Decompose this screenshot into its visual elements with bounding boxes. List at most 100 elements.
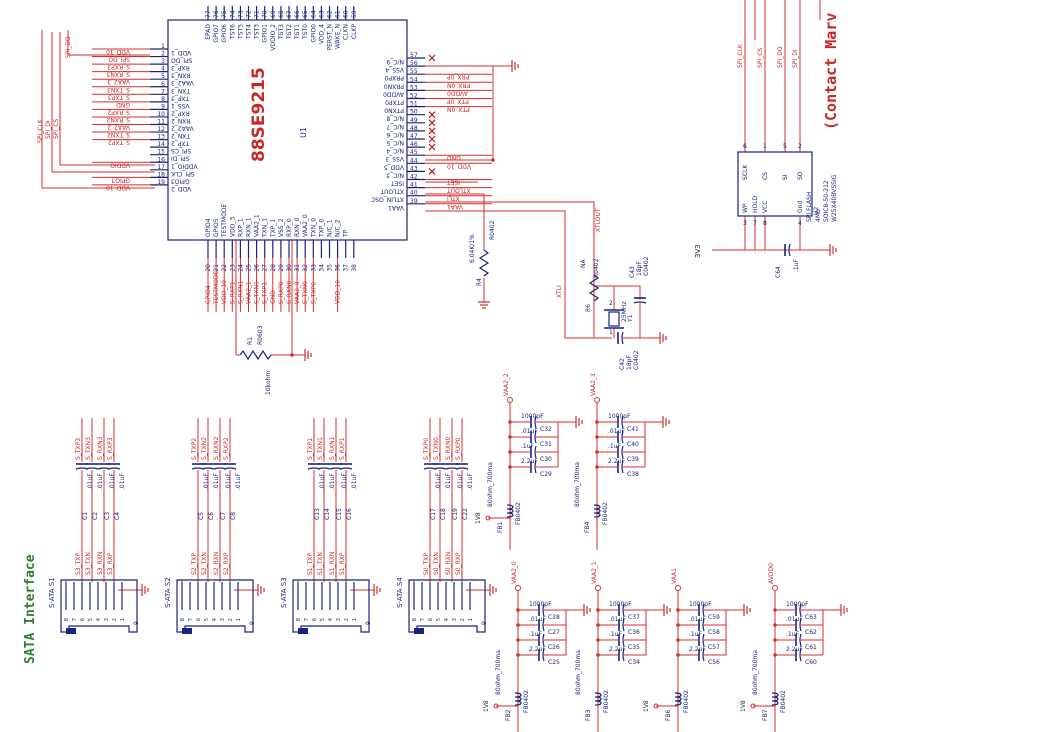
u1-left-net-label: VDD_10 xyxy=(106,184,130,191)
u1-pin-number: 51 xyxy=(410,101,418,108)
u2-pin-name: SO xyxy=(797,171,804,180)
cap-plate xyxy=(542,633,545,647)
sata-connector-tab xyxy=(182,628,192,634)
u1-pin-name: TXP_3 xyxy=(171,94,190,101)
fb-value-label: 80ohm_700ma xyxy=(752,650,759,695)
sata-pin-number: 2 xyxy=(344,618,350,621)
u1-pin-name: VDD_2 xyxy=(171,185,191,192)
u1-left-net-label: S_RXP3 xyxy=(107,63,130,70)
u1-left-net-label: GND xyxy=(116,101,130,108)
sata-pin-9: 9 xyxy=(249,621,256,625)
u2-pin-number: 7 xyxy=(753,220,757,227)
u1-pin-name: TST5 xyxy=(237,24,244,40)
filter-cap-ref: C35 xyxy=(628,644,640,651)
cap-plate xyxy=(621,460,624,474)
ground-sata xyxy=(373,584,381,596)
ferrite-bead xyxy=(771,692,779,706)
u1-pin-number: 26 xyxy=(254,264,261,272)
u2-net-label: SPI_CLK xyxy=(737,43,744,68)
u1-pin-name: RXP_3 xyxy=(171,64,190,71)
junction-dot xyxy=(595,420,599,424)
u1-right-net-label: PRX_0P xyxy=(447,73,470,80)
sata-pin-number: 4 xyxy=(212,618,218,621)
junction-dot xyxy=(773,608,777,612)
sata-top-net-label: S_RXN0 xyxy=(445,436,452,460)
filter-capacitor xyxy=(618,603,625,617)
sata-top-net-label: S_TXN0 xyxy=(433,437,440,460)
u1-bottom-net-label: S_TXN0 xyxy=(302,281,309,304)
u1-left-net-label: S_TXP3 xyxy=(108,93,130,100)
spi-clk-net-label: SPI_CLK xyxy=(37,118,44,143)
rail-connector xyxy=(515,585,521,591)
u1-pin-name: VDDIO_2 xyxy=(270,24,277,51)
filter-capacitor xyxy=(618,618,625,632)
sata-cap-value: .01uF xyxy=(225,473,232,490)
fb-pkg-label: FB0402 xyxy=(603,690,610,713)
junction-dot xyxy=(596,623,600,627)
u1-pin-number: 66 xyxy=(294,10,301,18)
r4-ref-label: R4 xyxy=(476,278,483,286)
cap-plate xyxy=(542,648,545,662)
sata-coupling-cap xyxy=(339,463,353,470)
cap-plate xyxy=(339,467,353,470)
u1-pin-number: 65 xyxy=(302,10,309,18)
filter-cap-ref: C61 xyxy=(805,644,817,651)
u1-left-net-label: S_RXN2 xyxy=(106,116,130,123)
sata-pin-number: 3 xyxy=(104,618,110,621)
u1-right-net-label: VDD_10 xyxy=(447,162,471,169)
sata-pin-number: 2 xyxy=(228,618,234,621)
u1-pin-number: 15 xyxy=(157,149,165,156)
u1-pin-number: 72 xyxy=(246,10,253,18)
c42-capacitor xyxy=(617,331,624,345)
u1-right-net-label: AVDD0 xyxy=(447,89,468,96)
cap-plate xyxy=(542,618,545,632)
u1-bottom-net-label: S_RXN0 xyxy=(286,280,293,304)
u1-pin-number: 40 xyxy=(410,190,418,197)
u1-right-net-label: XTLI xyxy=(447,195,460,202)
u1-pin-name: PERST_N xyxy=(327,24,334,51)
u2-pin-name: SI xyxy=(782,174,789,180)
nc-stroke xyxy=(428,119,436,127)
cap-plate xyxy=(621,331,624,345)
filter-cap-ref: C27 xyxy=(548,629,560,636)
sata-pin-number: 5 xyxy=(320,618,326,621)
filter-cap-ref: C59 xyxy=(708,614,720,621)
u1-ref-label: U1 xyxy=(299,127,308,138)
c42-value-label: 18pF xyxy=(626,355,633,370)
ground-filter xyxy=(575,416,583,428)
filter-capacitor xyxy=(530,445,537,459)
sata-cap-ref: C3 xyxy=(104,512,111,520)
u1-pin-number: 64 xyxy=(310,10,317,18)
r6-resistor xyxy=(588,274,600,302)
sata-top-net-label: S_RXN3 xyxy=(97,436,104,460)
cap-plate xyxy=(799,618,802,632)
u1-pin-name: RXN_1 xyxy=(246,217,253,237)
rail-connector xyxy=(675,585,681,591)
u1-pin-number: 69 xyxy=(270,10,277,18)
sata-pin-number: 4 xyxy=(328,618,334,621)
sata-bot-net-label: S3_RXP xyxy=(107,552,114,575)
sata-pin-number: 4 xyxy=(96,618,102,621)
fb-ref-label: FB1 xyxy=(497,521,504,533)
fb-pkg-label: FB0402 xyxy=(515,502,522,525)
u1-pin-number: 45 xyxy=(410,149,418,156)
y1-pin1: 1 xyxy=(609,329,613,336)
sata-cap-ref: C5 xyxy=(198,512,205,520)
junction-dot xyxy=(676,653,680,657)
u1-pin-name: TXP_0 xyxy=(318,219,325,238)
u1-pin-number: 9 xyxy=(161,103,165,110)
sata-bot-net-label: S2_TXP xyxy=(191,553,198,575)
sata-cap-ref: C16 xyxy=(346,508,353,520)
y1-crystal-body xyxy=(608,311,620,327)
rail-net-label: VAA1 xyxy=(671,568,678,584)
u1-pin-number: 32 xyxy=(302,264,309,272)
filter-cap-ref: C26 xyxy=(548,644,560,651)
u1-bottom-net-label: S_RXN1 xyxy=(237,280,244,304)
u1-pin-number: 70 xyxy=(262,10,269,18)
u1-pin-name: VSS_2 xyxy=(278,218,285,237)
cap-plate xyxy=(702,603,705,617)
u1-pin-name: VSS_1 xyxy=(171,102,190,109)
u1-pin-number: 53 xyxy=(410,84,418,91)
u2-net-label: SPI_DI xyxy=(792,49,799,68)
